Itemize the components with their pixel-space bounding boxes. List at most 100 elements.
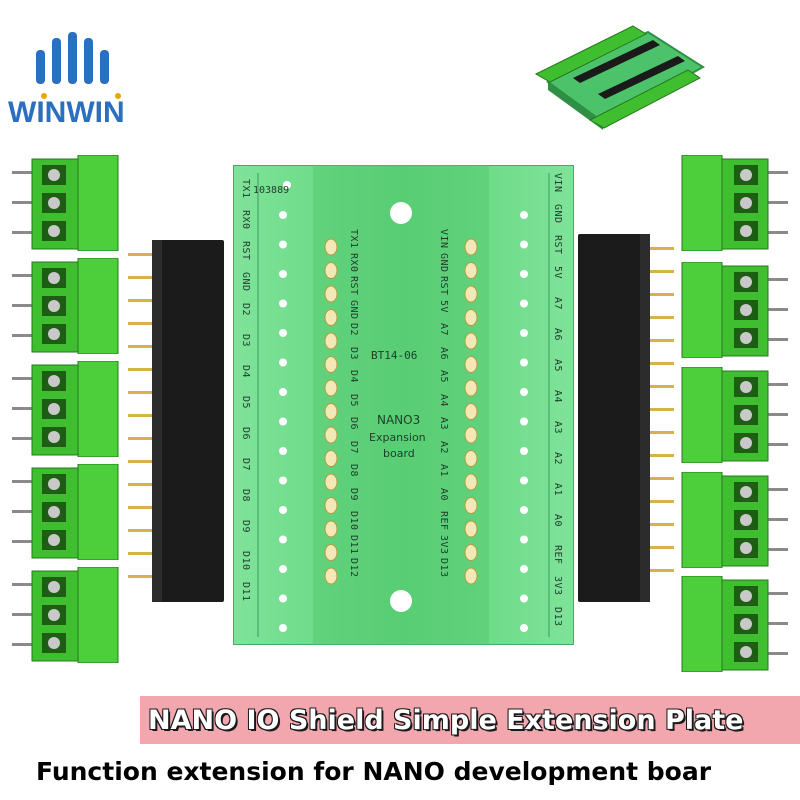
pad-edge-right (520, 624, 528, 632)
title-banner (140, 696, 800, 744)
header-pad-inner-right (464, 379, 478, 397)
pin-label: A6 (438, 346, 449, 360)
pad-edge-left (279, 417, 287, 426)
pad-edge-right (520, 299, 528, 308)
pin-label: RX0 (240, 210, 251, 230)
terminal-block-left-5 (12, 566, 120, 664)
expansion-board-pcb: 103889 BT14-06 NANO3 Expansion board TX1… (233, 165, 574, 645)
pin-label: RX0 (348, 252, 359, 273)
pad-edge-left (279, 329, 287, 337)
terminal-block-right-1 (680, 154, 788, 252)
pin-label: D4 (240, 365, 251, 379)
pin-label: D9 (240, 520, 251, 534)
pin-label: GND (240, 272, 251, 292)
header-pad-inner-left (324, 497, 338, 514)
pin-label: REF (438, 511, 449, 531)
pin-label: D13 (552, 607, 563, 627)
board-name-line3: board (383, 447, 415, 460)
pin-label: D6 (240, 427, 251, 441)
pad-edge-right (520, 417, 528, 426)
pin-label: D9 (348, 487, 359, 501)
header-pad-inner-left (324, 262, 338, 279)
pin-label: D4 (348, 370, 359, 384)
pin-label: D7 (348, 440, 359, 454)
assembled-shield-thumbnail (534, 25, 705, 130)
board-name-line2: Expansion (369, 431, 426, 444)
pin-label: RST (438, 276, 449, 296)
pin-label: A4 (552, 390, 563, 404)
pin-label: A1 (438, 464, 449, 478)
header-pad-inner-right (464, 473, 478, 491)
pin-label: D11 (348, 534, 359, 555)
board-code: 103889 (253, 185, 290, 196)
header-pad-inner-right (464, 403, 478, 420)
pin-label: D6 (348, 417, 359, 431)
header-pad-inner-left (324, 520, 338, 538)
pin-label: 5V (552, 266, 563, 280)
pin-label: A2 (438, 440, 449, 454)
header-pad-inner-right (464, 450, 478, 467)
pad-edge-left (279, 388, 287, 396)
pin-label: D13 (438, 558, 449, 578)
header-pad-inner-left (324, 544, 338, 561)
header-pad-inner-right (464, 285, 478, 303)
header-pad-inner-left (324, 450, 338, 467)
pin-label: A0 (552, 514, 563, 528)
pad-edge-right (520, 329, 528, 337)
pad-edge-left (279, 506, 287, 514)
pin-label: D12 (348, 558, 359, 578)
pad-edge-right (520, 358, 528, 367)
terminal-block-right-2 (680, 261, 788, 359)
product-title: NANO IO Shield Simple Extension Plate (148, 705, 744, 736)
header-pad-inner-left (324, 426, 338, 444)
pad-edge-left (279, 476, 287, 485)
pin-label: A7 (438, 323, 449, 337)
pin-label: D3 (348, 346, 359, 360)
terminal-block-left-1 (12, 154, 120, 252)
pin-header-left (128, 240, 224, 602)
pad-edge-left (279, 535, 287, 544)
pin-label: A5 (438, 370, 449, 384)
header-pad-inner-right (464, 426, 478, 444)
pad-edge-left (279, 270, 287, 278)
terminal-block-left-3 (12, 360, 120, 458)
pin-label: A5 (552, 359, 563, 373)
pin-label: A6 (552, 328, 563, 342)
pad-edge-right (520, 388, 528, 396)
pad-edge-left (279, 594, 287, 603)
header-pad-inner-left (324, 238, 338, 256)
board-model: BT14-06 (371, 349, 418, 362)
pin-label: GND (438, 252, 449, 273)
header-pad-inner-left (324, 356, 338, 373)
pin-label: REF (552, 545, 563, 565)
pin-label: A3 (438, 417, 449, 431)
pin-label: 3V3 (552, 576, 563, 596)
pin-label: D7 (240, 458, 251, 472)
pin-label: D10 (348, 511, 359, 531)
pin-label: VIN (438, 229, 449, 249)
terminal-block-right-4 (680, 471, 788, 569)
pin-label: D8 (240, 489, 251, 503)
pin-label: VIN (552, 173, 563, 193)
pad-edge-right (520, 270, 528, 278)
pin-label: GND (552, 204, 563, 224)
pad-edge-left (279, 447, 287, 455)
header-pad-inner-right (464, 238, 478, 256)
header-pad-inner-left (324, 473, 338, 491)
pad-edge-right (520, 447, 528, 455)
pin-label: GND (348, 299, 359, 320)
pin-label: TX1 (240, 179, 251, 199)
header-pad-inner-right (464, 309, 478, 326)
pad-edge-left (279, 299, 287, 308)
terminal-block-right-3 (680, 366, 788, 464)
pin-label: RST (240, 241, 251, 261)
terminal-block-left-4 (12, 463, 120, 561)
header-pad-inner-right (464, 356, 478, 373)
pin-label: A0 (438, 487, 449, 501)
pin-label: D2 (348, 323, 359, 337)
pin-label: TX1 (348, 229, 359, 249)
pin-label: A4 (438, 393, 449, 407)
pin-label: D5 (240, 396, 251, 410)
pad-edge-left (279, 211, 287, 219)
pad-edge-right (520, 211, 528, 219)
